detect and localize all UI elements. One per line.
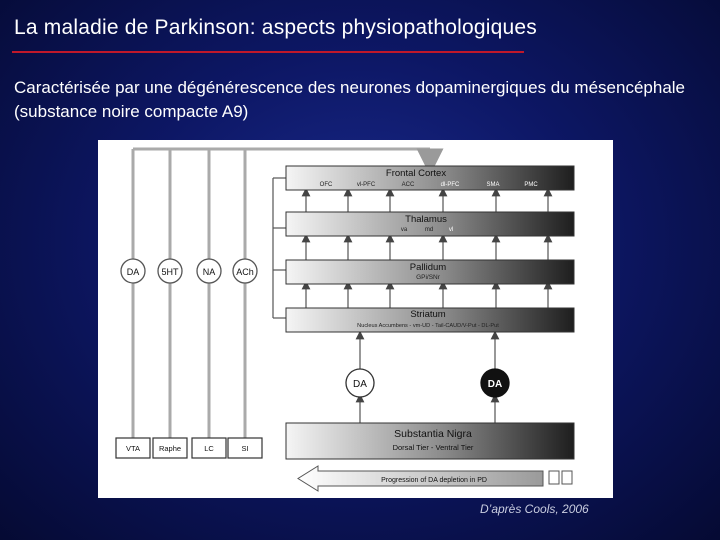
svg-text:OFC: OFC: [320, 182, 333, 188]
striatum-bar: Striatum Nucleus Accumbens - vm-UD - Tai…: [285, 307, 575, 333]
frontal-cortex-bar: Frontal Cortex OFC vl-PFC ACC dl-PFC SMA…: [285, 165, 575, 191]
svg-text:DA: DA: [127, 267, 140, 277]
projection-arrows: [301, 187, 553, 423]
thalamus-label: Thalamus: [405, 214, 447, 225]
da-node-ventral: DA: [345, 368, 375, 398]
thalamus-bar: Thalamus va md vl: [285, 211, 575, 237]
svg-text:NA: NA: [203, 267, 216, 277]
svg-text:vl: vl: [449, 227, 453, 233]
transmitter-circles: DA 5HT NA ACh: [120, 258, 258, 284]
svg-text:dl-PFC: dl-PFC: [441, 182, 460, 188]
svg-text:Progression of DA depletion in: Progression of DA depletion in PD: [381, 477, 487, 484]
slide-title: La maladie de Parkinson: aspects physiop…: [14, 16, 537, 39]
progression-arrow: Progression of DA depletion in PD: [297, 465, 573, 492]
bracket-lines: [272, 177, 286, 319]
frontal-cortex-label: Frontal Cortex: [386, 168, 446, 179]
da-node-dorsal: DA: [480, 368, 510, 398]
pallidum-label: Pallidum: [410, 262, 447, 273]
svg-text:VTA: VTA: [126, 444, 140, 453]
svg-text:5HT: 5HT: [161, 267, 179, 277]
pallidum-bar: Pallidum GPi/SNr: [285, 259, 575, 285]
striatum-label: Striatum: [410, 309, 445, 320]
svg-text:Nucleus Accumbens - vm-UD - Ta: Nucleus Accumbens - vm-UD - Tail-CAUD/V-…: [357, 323, 499, 329]
svg-text:Dorsal Tier - Ventral Tier: Dorsal Tier - Ventral Tier: [393, 443, 474, 452]
svg-text:DA: DA: [353, 379, 367, 390]
svg-text:DA: DA: [488, 379, 502, 390]
svg-text:vl-PFC: vl-PFC: [357, 182, 376, 188]
svg-text:va: va: [401, 227, 408, 233]
svg-text:SI: SI: [241, 444, 248, 453]
slide-body-text: Caractérisée par une dégénérescence des …: [14, 78, 686, 121]
source-boxes: VTA Raphe LC SI: [115, 437, 263, 459]
source-credit: D’après Cools, 2006: [480, 502, 589, 516]
svg-text:Raphe: Raphe: [159, 444, 181, 453]
svg-text:PMC: PMC: [524, 182, 538, 188]
svg-text:LC: LC: [204, 444, 214, 453]
title-underline: [12, 51, 524, 53]
svg-text:GPi/SNr: GPi/SNr: [416, 274, 441, 281]
ascending-pathway-lines: [131, 147, 444, 438]
cools-diagram: Frontal Cortex OFC vl-PFC ACC dl-PFC SMA…: [98, 140, 613, 498]
svg-text:ACC: ACC: [402, 182, 415, 188]
substantia-nigra-bar: Substantia Nigra Dorsal Tier - Ventral T…: [285, 422, 575, 460]
svg-text:ACh: ACh: [236, 267, 254, 277]
substantia-nigra-label: Substantia Nigra: [394, 428, 472, 440]
svg-text:SMA: SMA: [486, 182, 499, 188]
svg-text:md: md: [425, 227, 433, 233]
